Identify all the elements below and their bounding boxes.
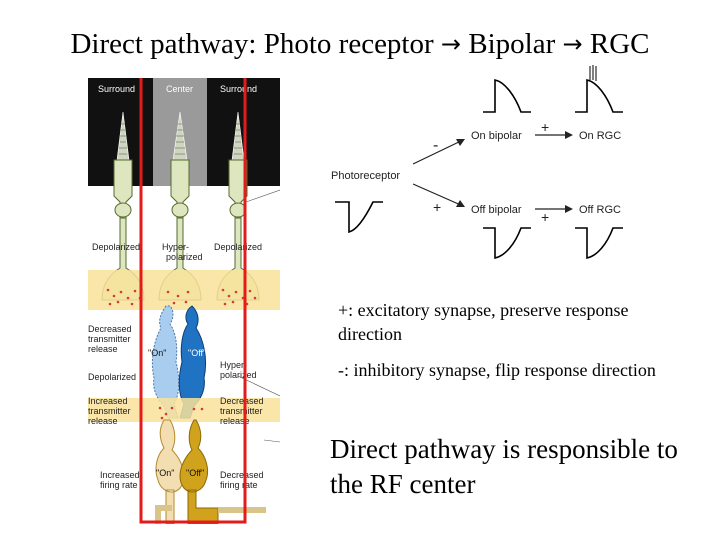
off-rgc-label: Off RGC	[579, 204, 621, 216]
left-label-increased-2: transmitter	[88, 406, 131, 416]
left-label-decreased-1: Decreased	[88, 324, 132, 334]
right-label-hyper-1: Hyper-	[220, 360, 247, 370]
state-left: Depolarized	[92, 242, 140, 252]
photoreceptor-trace	[335, 201, 383, 234]
left-label-increased-1: Increased	[88, 396, 128, 406]
photoreceptor-outer-segments	[116, 111, 245, 161]
synapse-band-inner	[88, 398, 280, 422]
left-label-firing-1: Increased	[100, 470, 140, 480]
left-label-increased-3: release	[88, 416, 118, 426]
excitatory-sign-photo-off: +	[433, 199, 441, 215]
right-label-decreased-2: transmitter	[220, 406, 263, 416]
pathway-schematic: Photoreceptor On bipolar Off bipolar On …	[331, 65, 623, 259]
on-bipolar-label: On bipolar	[471, 130, 522, 142]
spike-burst	[589, 65, 597, 81]
state-center-2: polarized	[166, 252, 203, 262]
excitatory-note: +: excitatory synapse, preserve response…	[338, 300, 629, 344]
off-bipolar-trace	[483, 227, 531, 259]
header-surround-left: Surround	[98, 84, 135, 94]
on-ganglion-label: "On"	[156, 468, 174, 478]
left-label-firing-2: firing rate	[100, 480, 138, 490]
synapse-band-outer	[88, 270, 280, 310]
right-label-firing-2: firing rate	[220, 480, 258, 490]
arrow-photo-to-on	[412, 139, 464, 165]
inhibitory-sign: -	[433, 137, 438, 154]
ganglion-axons	[155, 505, 266, 524]
right-label-decreased-1: Decreased	[220, 396, 264, 406]
title-prefix: Direct pathway: Photo receptor	[70, 28, 434, 60]
off-bipolar-label: "Off"	[188, 348, 206, 358]
transmitter-dots-inner	[158, 406, 204, 420]
photoreceptor-label: Photoreceptor	[331, 170, 400, 182]
conclusion-text: Direct pathway is responsible to the RF …	[330, 434, 678, 499]
on-bipolar-trace	[483, 79, 531, 113]
slide-title: Direct pathway: Photo receptor → Bipolar…	[0, 28, 720, 61]
left-label-decreased-2: transmitter	[88, 334, 131, 344]
on-rgc-label: On RGC	[579, 130, 621, 142]
title-suffix: RGC	[589, 28, 650, 60]
right-label-decreased-3: release	[220, 416, 250, 426]
excitatory-sign-off-rgc: +	[541, 209, 549, 225]
retina-pathway-figure: Surround Center Surround Depolarized Hyp…	[88, 78, 280, 524]
off-bipolar-label: Off bipolar	[471, 204, 522, 216]
state-right: Depolarized	[214, 242, 262, 252]
arrow-photo-to-off	[412, 183, 464, 207]
right-arrow-icon: →	[440, 30, 462, 58]
inhibitory-note: -: inhibitory synapse, flip response dir…	[338, 360, 656, 380]
left-label-decreased-3: release	[88, 344, 118, 354]
left-label-depolarized: Depolarized	[88, 372, 136, 382]
right-label-firing-1: Decreased	[220, 470, 264, 480]
header-center: Center	[166, 84, 193, 94]
off-ganglion-label: "Off"	[186, 468, 204, 478]
on-ganglion-cell	[155, 419, 185, 524]
excitatory-sign-on-rgc: +	[541, 119, 549, 135]
header-surround-right: Surround	[220, 84, 257, 94]
on-bipolar-cell	[151, 305, 180, 419]
title-mid: Bipolar	[468, 28, 556, 60]
center-highlight-box	[139, 78, 247, 524]
state-center-1: Hyper-	[162, 242, 189, 252]
right-label-hyper-2: polarized	[220, 370, 257, 380]
right-arrow-icon: →	[562, 30, 583, 58]
on-bipolar-label: "On"	[148, 348, 166, 358]
off-rgc-trace	[575, 227, 623, 259]
on-rgc-trace	[575, 79, 623, 113]
